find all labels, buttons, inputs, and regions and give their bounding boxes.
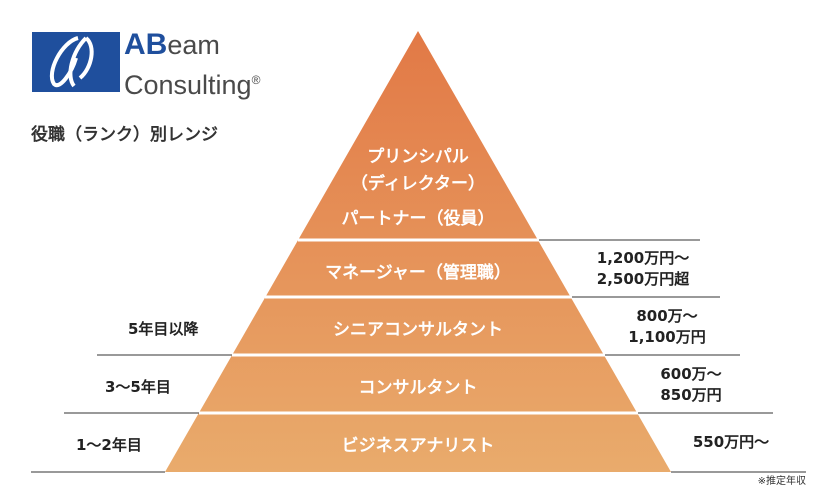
abeam-logo-mark xyxy=(32,32,120,92)
years-analyst: 1～2年目 xyxy=(76,436,142,454)
salary-manager-min: 1,200万円～ xyxy=(596,249,690,267)
logo-ab: AB xyxy=(124,28,168,61)
salary-senior: 800万～ 1,100万円 xyxy=(612,306,722,348)
years-senior: 5年目以降 xyxy=(128,320,199,338)
abeam-logo-text: ABeam Consulting® xyxy=(124,28,261,101)
level-senior-consultant: シニアコンサルタント xyxy=(333,320,503,340)
salary-senior-min: 800万～ xyxy=(636,307,698,325)
level-partner: パートナー（役員） xyxy=(341,209,495,229)
salary-consultant-max: 850万円 xyxy=(660,386,722,404)
level-consultant: コンサルタント xyxy=(358,378,478,398)
years-consultant: 3～5年目 xyxy=(105,378,171,396)
level-business-analyst: ビジネスアナリスト xyxy=(341,436,495,456)
level-principal: プリンシパル （ディレクター） パートナー（役員） xyxy=(342,144,495,233)
level-principal-line2: （ディレクター） xyxy=(350,174,486,194)
logo-eam: eam xyxy=(167,30,220,60)
pyramid-shape xyxy=(165,31,671,472)
salary-analyst: 550万円～ xyxy=(676,432,786,453)
page-title: 役職（ランク）別レンジ xyxy=(31,125,218,145)
salary-manager-max: 2,500万円超 xyxy=(596,270,690,288)
logo-consulting: Consulting® xyxy=(124,70,261,100)
salary-analyst-min: 550万円～ xyxy=(692,433,770,451)
footnote: ※推定年収 xyxy=(757,476,806,487)
salary-senior-max: 1,100万円 xyxy=(628,328,706,346)
salary-manager: 1,200万円～ 2,500万円超 xyxy=(588,248,698,290)
level-principal-line1: プリンシパル xyxy=(367,147,469,167)
salary-consultant-min: 600万～ xyxy=(660,365,722,383)
salary-consultant: 600万～ 850万円 xyxy=(636,364,746,406)
level-manager: マネージャー（管理職） xyxy=(325,263,511,283)
